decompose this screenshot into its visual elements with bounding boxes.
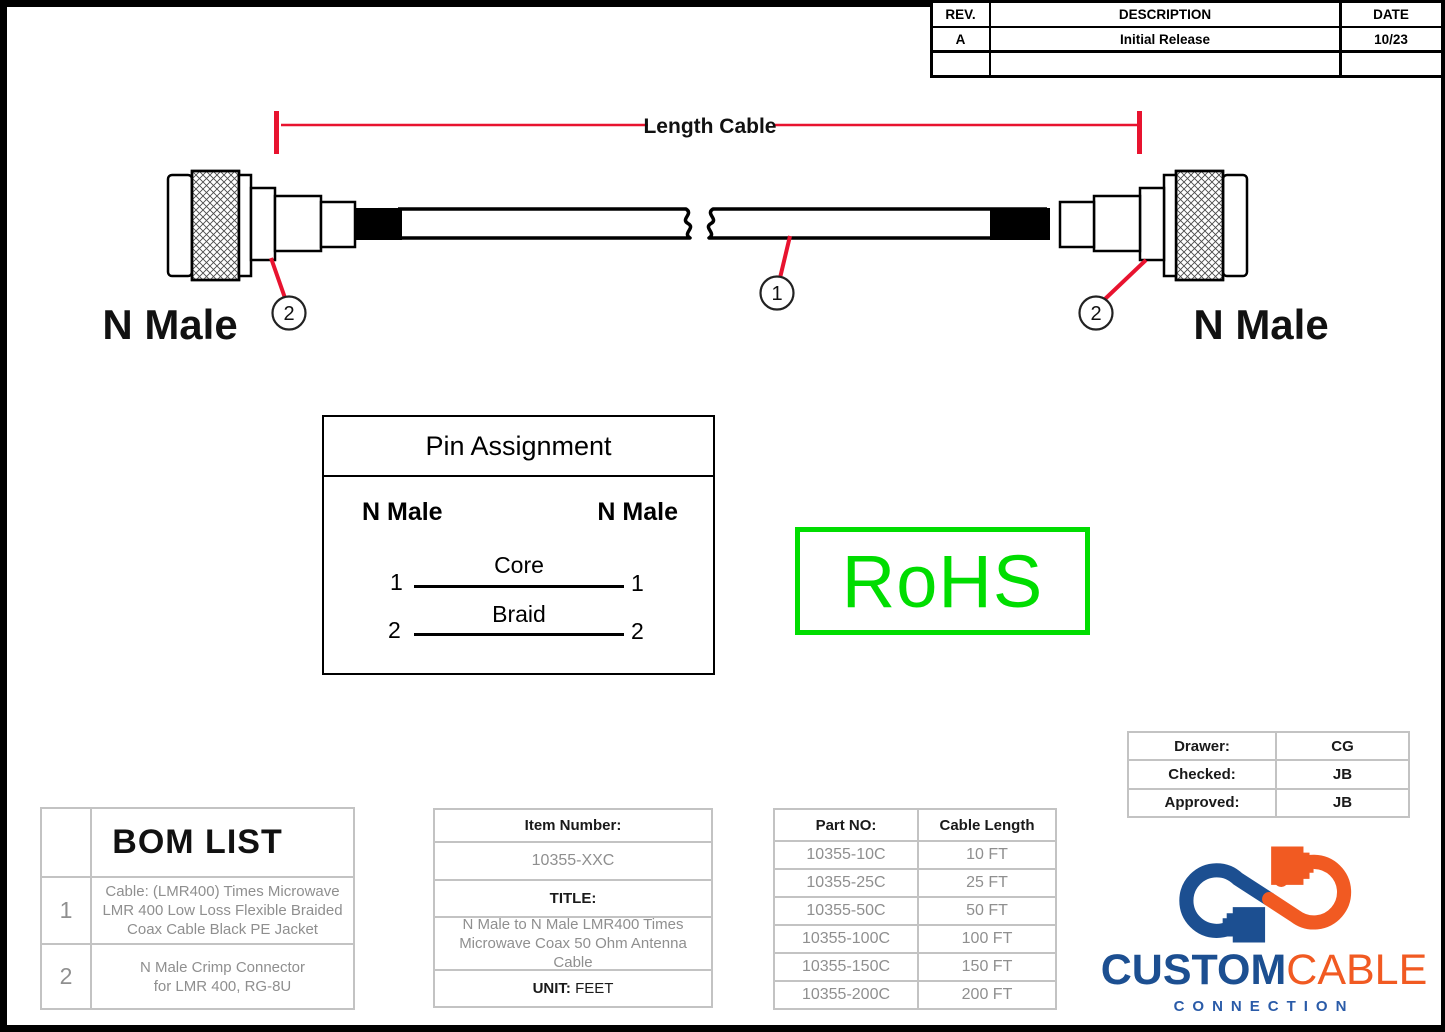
frame-right <box>1441 0 1445 1032</box>
unit-row: UNIT: FEET <box>435 971 711 1006</box>
pin-row1-left: 1 <box>390 569 403 595</box>
bom-header-divider <box>90 809 92 876</box>
unit-label: UNIT: <box>532 980 571 997</box>
frame-top <box>0 0 932 7</box>
left-connector-label: N Male <box>102 301 237 348</box>
part-row-1-no: 10355-10C <box>775 842 917 868</box>
cable-assembly-drawing: Length Cable 1 2 2 N Male N Male <box>102 111 1329 348</box>
logo-custom-text: CUSTOM <box>1100 946 1287 994</box>
item-number-value: 10355-XXC <box>435 843 711 879</box>
cable-jacket-right <box>990 208 1050 240</box>
part-row-1-length: 10 FT <box>919 842 1055 868</box>
pin-right-header: N Male <box>597 498 678 526</box>
dimension-tick-left <box>274 111 279 154</box>
cable-left-section <box>398 207 693 240</box>
callout-2-right-number: 2 <box>1090 303 1101 325</box>
infinity-cable-logo-icon <box>1179 846 1352 943</box>
title-value: N Male to N Male LMR400 Times Microwave … <box>435 916 711 971</box>
bom-item-1-description: Cable: (LMR400) Times Microwave LMR 400 … <box>92 878 353 943</box>
bom-title: BOM LIST <box>42 809 353 876</box>
leader-callout-2-right <box>1103 258 1148 301</box>
bom-item-2-number: 2 <box>42 945 90 1008</box>
unit-value: FEET <box>570 980 614 997</box>
cable-length-header: Cable Length <box>919 810 1055 840</box>
part-row-6-no: 10355-200C <box>775 982 917 1008</box>
dimension-tick-right <box>1137 111 1142 154</box>
orange-plug-icon <box>1271 846 1314 885</box>
logo-wordmark: CUSTOMCABLE <box>1088 946 1440 995</box>
part-row-5-no: 10355-150C <box>775 954 917 980</box>
description-header: DESCRIPTION <box>991 2 1339 26</box>
part-row-4-no: 10355-100C <box>775 926 917 952</box>
part-row-3-no: 10355-50C <box>775 898 917 924</box>
part-row-2-no: 10355-25C <box>775 870 917 896</box>
description-empty <box>991 52 1339 75</box>
revision-table: REV. DESCRIPTION DATE A Initial Release … <box>930 0 1443 78</box>
pin-row2-signal: Braid <box>492 601 546 627</box>
bom-table: BOM LIST 1 Cable: (LMR400) Times Microwa… <box>40 807 355 1010</box>
part-row-3-length: 50 FT <box>919 898 1055 924</box>
pin-row2-line <box>414 633 624 636</box>
pin-row1-right: 1 <box>631 570 644 596</box>
callout-2-left-balloon <box>271 295 307 331</box>
item-number-label: Item Number: <box>435 810 711 841</box>
logo-connection-text: CONNECTION <box>1173 998 1355 1015</box>
bom-item-2-description: N Male Crimp Connector for LMR 400, RG-8… <box>92 945 353 1008</box>
description-value: Initial Release <box>991 28 1339 50</box>
company-logo: CUSTOMCABLE CONNECTION <box>1088 828 1440 1018</box>
part-row-6-length: 200 FT <box>919 982 1055 1008</box>
logo-cable-text: CABLE <box>1286 946 1428 994</box>
callout-2-left-number: 2 <box>283 303 294 325</box>
left-n-male-connector <box>166 169 357 282</box>
callout-2-right-balloon <box>1078 295 1114 331</box>
approved-label: Approved: <box>1129 789 1275 816</box>
item-info-table: Item Number: 10355-XXC TITLE: N Male to … <box>433 808 713 1008</box>
pin-assignment-table: Pin Assignment N Male N Male 1 Core 1 2 … <box>322 415 715 675</box>
date-value: 10/23 <box>1341 28 1441 50</box>
frame-bottom <box>0 1025 1445 1032</box>
pin-row1-line <box>414 585 624 588</box>
cable-right-section <box>706 207 1047 240</box>
pin-row2-right: 2 <box>631 618 644 644</box>
approval-table: Drawer: CG Checked: JB Approved: JB <box>1127 731 1410 818</box>
date-header: DATE <box>1341 2 1441 26</box>
pin-row1-signal: Core <box>494 552 544 578</box>
dimension-label: Length Cable <box>643 115 776 138</box>
part-row-4-length: 100 FT <box>919 926 1055 952</box>
rev-empty <box>932 52 989 75</box>
approved-value: JB <box>1277 789 1408 816</box>
rohs-text: RoHS <box>841 539 1044 623</box>
title-label: TITLE: <box>435 881 711 916</box>
rev-header: REV. <box>932 2 989 26</box>
cable-jacket-left <box>353 208 402 240</box>
blue-plug-icon <box>1222 907 1266 943</box>
rev-value: A <box>932 28 989 50</box>
pin-assignment-title: Pin Assignment <box>324 417 713 477</box>
leader-callout-2-left <box>269 257 287 299</box>
pin-left-header: N Male <box>362 498 443 526</box>
frame-left <box>0 0 7 1032</box>
bom-title-text: BOM LIST <box>112 823 283 861</box>
part-row-5-length: 150 FT <box>919 954 1055 980</box>
part-row-2-length: 25 FT <box>919 870 1055 896</box>
date-empty <box>1341 52 1441 75</box>
rohs-badge: RoHS <box>795 527 1090 635</box>
callout-1-balloon <box>759 275 795 311</box>
right-connector-label: N Male <box>1193 301 1328 348</box>
part-no-header: Part NO: <box>775 810 917 840</box>
bom-item-1-number: 1 <box>42 878 90 943</box>
part-number-table: Part NO: Cable Length 10355-10C 10 FT 10… <box>773 808 1057 1010</box>
drawer-value: CG <box>1277 733 1408 760</box>
callout-1-number: 1 <box>771 283 782 305</box>
right-n-male-connector <box>1058 169 1249 282</box>
leader-callout-1 <box>778 235 792 279</box>
checked-value: JB <box>1277 761 1408 788</box>
checked-label: Checked: <box>1129 761 1275 788</box>
pin-row2-left: 2 <box>388 617 401 643</box>
drawer-label: Drawer: <box>1129 733 1275 760</box>
